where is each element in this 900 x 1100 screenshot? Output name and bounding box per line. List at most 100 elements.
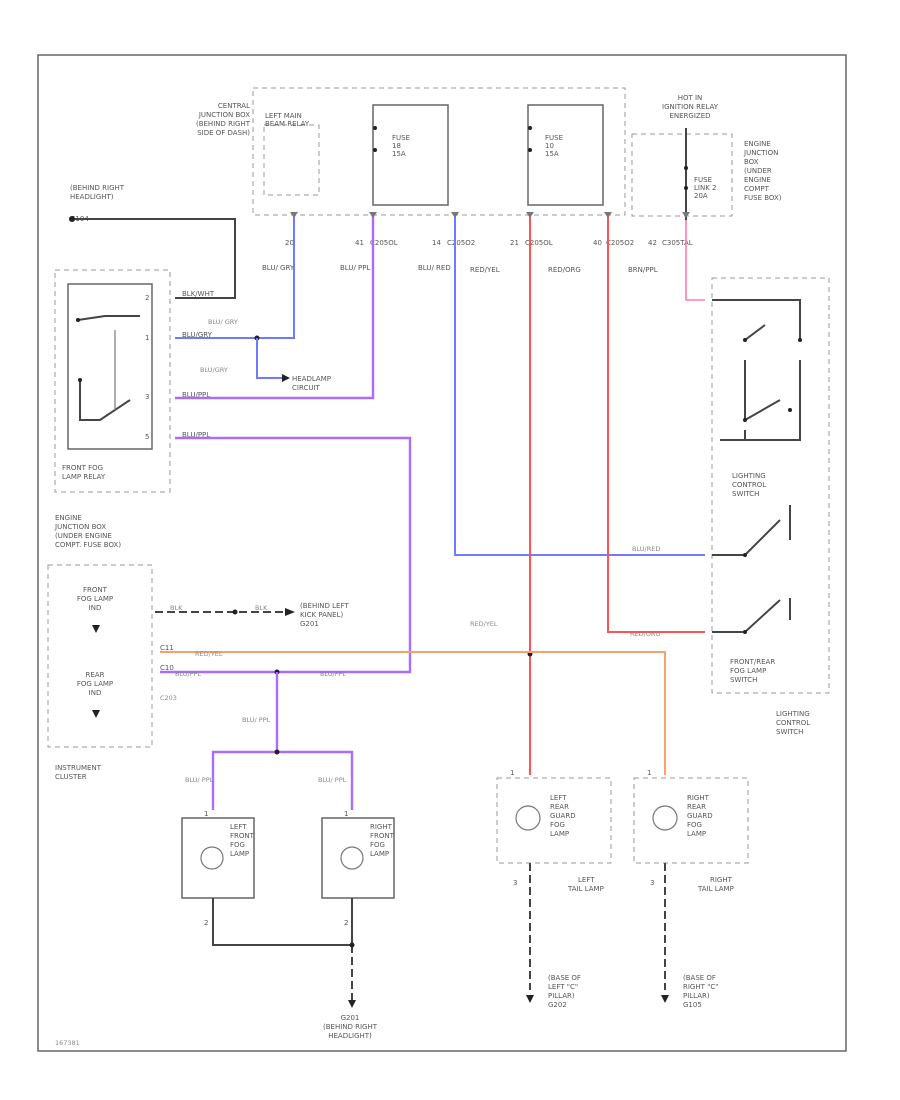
svg-text:JUNCTION BOX: JUNCTION BOX xyxy=(54,523,106,531)
svg-text:2: 2 xyxy=(204,919,208,927)
ground-bottom-left-icon xyxy=(348,1000,356,1008)
svg-text:(BEHIND RIGHT: (BEHIND RIGHT xyxy=(196,120,251,128)
svg-text:JUNCTION: JUNCTION xyxy=(743,149,778,157)
fuse-link-label: FUSE LINK 2 20A xyxy=(694,176,716,200)
svg-text:REAR: REAR xyxy=(550,803,569,811)
svg-text:G201: G201 xyxy=(341,1014,360,1022)
svg-text:15A: 15A xyxy=(545,150,559,158)
top-pin-labels: 20 41 C205OL 14 C205O2 21 C205OL 40 C205… xyxy=(285,239,693,247)
svg-text:3: 3 xyxy=(145,393,149,401)
svg-text:(BEHIND RIGHT: (BEHIND RIGHT xyxy=(323,1023,378,1031)
top-wire-colors: BLU/ GRY BLU/ PPL BLU/ RED RED/YEL RED/O… xyxy=(262,264,658,274)
svg-text:HOT IN: HOT IN xyxy=(678,94,703,102)
svg-text:15A: 15A xyxy=(392,150,406,158)
svg-text:3: 3 xyxy=(650,879,654,887)
svg-text:RIGHT "C": RIGHT "C" xyxy=(683,983,718,991)
svg-text:HEADLIGHT): HEADLIGHT) xyxy=(328,1032,372,1040)
rear-fog-ind-label: REAR FOG LAMP IND xyxy=(77,671,113,697)
svg-text:41: 41 xyxy=(355,239,364,247)
svg-text:LEFT: LEFT xyxy=(230,823,247,831)
svg-text:10: 10 xyxy=(545,142,554,150)
svg-text:HEADLIGHT): HEADLIGHT) xyxy=(70,193,114,201)
ground-g104-icon xyxy=(69,216,75,222)
main-relay-label: LEFT MAIN xyxy=(265,112,302,120)
svg-text:(BEHIND LEFT: (BEHIND LEFT xyxy=(300,602,349,610)
svg-text:REAR: REAR xyxy=(687,803,706,811)
svg-text:(UNDER ENGINE: (UNDER ENGINE xyxy=(55,532,112,540)
svg-text:LEFT: LEFT xyxy=(550,794,567,802)
svg-text:G201: G201 xyxy=(300,620,319,628)
relay-wire-colors: BLK/WHT BLU/GRY BLU/PPL BLU/PPL xyxy=(182,290,215,439)
svg-text:LAMP: LAMP xyxy=(370,850,389,858)
rear-fog-indicator-icon xyxy=(92,710,100,718)
left-tail-label: LEFT TAIL LAMP xyxy=(567,876,604,893)
svg-text:FRONT: FRONT xyxy=(230,832,255,840)
right-front-fog-label: RIGHT FRONT FOG LAMP xyxy=(370,823,395,858)
svg-text:COMPT. FUSE BOX): COMPT. FUSE BOX) xyxy=(55,541,121,549)
svg-text:FRONT FOG: FRONT FOG xyxy=(62,464,103,472)
blu-ppl-a-label: BLU/ PPL xyxy=(185,776,214,784)
svg-text:ENGINE: ENGINE xyxy=(55,514,82,522)
svg-text:1: 1 xyxy=(647,769,651,777)
svg-text:TAIL LAMP: TAIL LAMP xyxy=(697,885,734,893)
svg-text:C305TAL: C305TAL xyxy=(662,239,693,247)
blk-ic-label: BLK xyxy=(170,604,183,612)
svg-text:KICK PANEL): KICK PANEL) xyxy=(300,611,343,619)
main-beam-relay-box xyxy=(263,124,320,196)
svg-text:BRN/PPL: BRN/PPL xyxy=(628,266,658,274)
svg-text:SWITCH: SWITCH xyxy=(776,728,803,736)
svg-text:FUSE: FUSE xyxy=(694,176,712,184)
blu-red-switch-label: BLU/RED xyxy=(632,545,660,553)
svg-text:TAIL LAMP: TAIL LAMP xyxy=(567,885,604,893)
blk-ic-label-2: BLK xyxy=(255,604,268,612)
svg-text:G202: G202 xyxy=(548,1001,567,1009)
left-front-fog-lamp-box xyxy=(181,817,255,899)
svg-text:14: 14 xyxy=(432,239,441,247)
blu-ppl-ic2-label: BLU/PPL xyxy=(320,670,347,678)
svg-text:FOG: FOG xyxy=(687,821,702,829)
svg-text:21: 21 xyxy=(510,239,519,247)
svg-text:LAMP: LAMP xyxy=(230,850,249,858)
lighting-switch-label: LIGHTING CONTROL SWITCH xyxy=(732,472,766,498)
svg-text:C205OL: C205OL xyxy=(370,239,398,247)
instrument-cluster-label: INSTRUMENT CLUSTER xyxy=(55,764,102,781)
svg-text:LAMP: LAMP xyxy=(687,830,706,838)
svg-text:1: 1 xyxy=(344,810,348,818)
diagram-frame xyxy=(37,54,847,1052)
connector-label: C203 xyxy=(160,694,177,702)
svg-text:HEADLAMP: HEADLAMP xyxy=(292,375,331,383)
front-fog-relay-box xyxy=(54,269,171,493)
svg-text:RED/ORG: RED/ORG xyxy=(548,266,581,274)
left-rear-guard-lamp-box xyxy=(496,777,612,864)
svg-text:FUSE: FUSE xyxy=(545,134,563,142)
svg-text:FOG: FOG xyxy=(550,821,565,829)
svg-text:FOG LAMP: FOG LAMP xyxy=(77,595,113,603)
svg-text:2: 2 xyxy=(145,294,149,302)
svg-text:FOG LAMP: FOG LAMP xyxy=(77,680,113,688)
headlamp-circuit-label: HEADLAMP CIRCUIT xyxy=(292,375,331,392)
svg-text:FUSE: FUSE xyxy=(392,134,410,142)
rear-lamp-pins: 1 1 3 3 xyxy=(510,769,654,887)
right-rear-guard-lamp-icon xyxy=(652,805,678,831)
svg-text:LIGHTING: LIGHTING xyxy=(776,710,810,718)
svg-text:IND: IND xyxy=(89,689,102,697)
svg-text:RIGHT: RIGHT xyxy=(687,794,710,802)
svg-text:2: 2 xyxy=(344,919,348,927)
right-rear-guard-label: RIGHT REAR GUARD FOG LAMP xyxy=(687,794,713,838)
svg-text:20A: 20A xyxy=(694,192,708,200)
svg-text:FOG: FOG xyxy=(230,841,245,849)
left-front-fog-label: LEFT FRONT FOG LAMP xyxy=(230,823,255,858)
red-yel-ic-label: RED/YEL xyxy=(195,650,223,658)
base-left-label: (BASE OF LEFT "C" PILLAR) G202 xyxy=(548,974,581,1009)
left-rear-guard-lamp-icon xyxy=(515,805,541,831)
svg-text:INSTRUMENT: INSTRUMENT xyxy=(55,764,102,772)
front-fog-ind-label: FRONT FOG LAMP IND xyxy=(77,586,113,612)
svg-text:IND: IND xyxy=(89,604,102,612)
fuse-10-box xyxy=(527,104,604,206)
svg-text:FRONT/REAR: FRONT/REAR xyxy=(730,658,775,666)
left-front-fog-lamp-icon xyxy=(200,846,224,870)
svg-text:42: 42 xyxy=(648,239,657,247)
blu-gry-low-label: BLU/GRY xyxy=(200,366,228,374)
svg-text:BLU/ RED: BLU/ RED xyxy=(418,264,451,272)
blu-ppl-b-label: BLU/ PPL xyxy=(318,776,347,784)
